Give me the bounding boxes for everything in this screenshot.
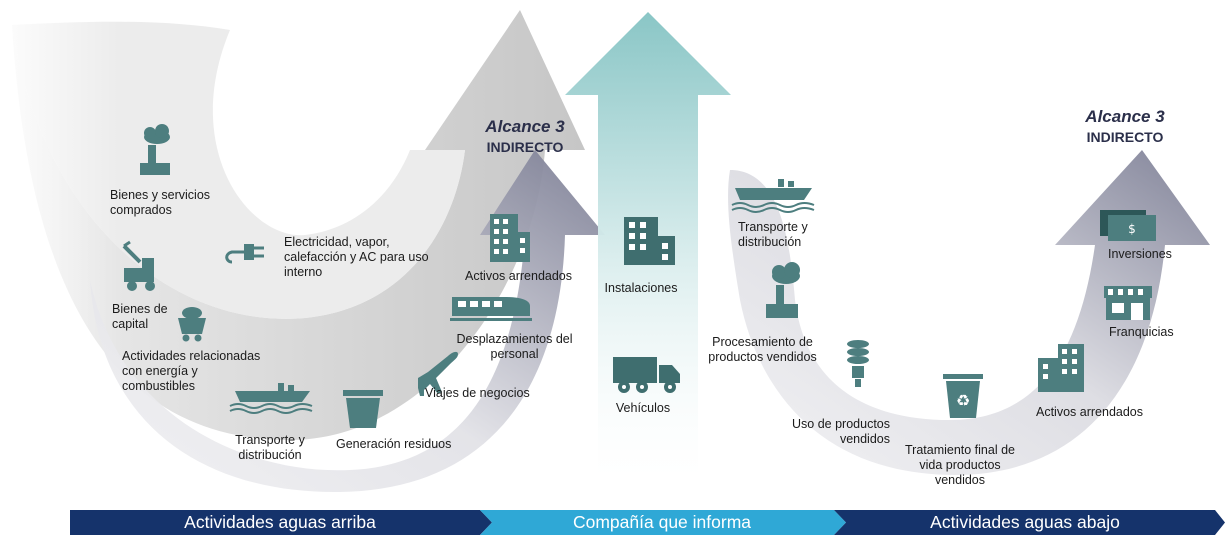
label-downstream-leased-assets: Activos arrendados xyxy=(1036,405,1144,419)
train-icon xyxy=(450,297,532,321)
company-bar-segment xyxy=(480,510,846,535)
ship-icon xyxy=(229,383,313,414)
building-icon xyxy=(1038,344,1084,392)
label-use-of-products: Uso de productos vendidos xyxy=(792,417,890,446)
label-upstream-leased-assets: Activos arrendados xyxy=(465,269,573,283)
svg-text:$: $ xyxy=(1128,222,1136,236)
label-downstream-transport: Transporte y distribución xyxy=(738,220,808,249)
upstream-bar-segment xyxy=(70,510,492,535)
lightbulb-icon xyxy=(847,340,869,387)
label-facilities: Instalaciones xyxy=(604,281,678,295)
factory-cloud-icon xyxy=(766,262,800,318)
upstream-scope3-arrow xyxy=(90,150,605,493)
scope-title-downstream: Alcance 3 INDIRECTO xyxy=(1070,106,1180,146)
ship-icon xyxy=(731,179,815,213)
crane-truck-icon xyxy=(122,240,155,291)
label-fuel-energy: Actividades relacionadas con energía y c… xyxy=(122,349,261,393)
downstream-scope3-arrow xyxy=(728,150,1210,475)
recycle-bin-icon: ♻ xyxy=(943,374,983,418)
bar-label-upstream: Actividades aguas arriba xyxy=(184,512,376,532)
scope-title-upstream: Alcance 3 INDIRECTO xyxy=(470,116,580,156)
downstream-bar-segment xyxy=(834,510,1225,535)
label-upstream-transport: Transporte y distribución xyxy=(235,433,305,462)
label-business-travel: Viajes de negocios xyxy=(425,386,530,400)
label-commuting: Desplazamientos del personal xyxy=(456,332,573,361)
truck-icon xyxy=(613,357,680,393)
dumpster-icon xyxy=(343,390,383,428)
label-capital-goods: Bienes de capital xyxy=(112,302,168,331)
label-processing: Procesamiento de productos vendidos xyxy=(708,335,817,364)
label-purchased-goods: Bienes y servicios comprados xyxy=(110,188,211,217)
scope-title: Alcance 3 xyxy=(485,117,565,136)
mine-cart-icon xyxy=(178,307,206,342)
scope-subtitle: INDIRECTO xyxy=(486,139,564,155)
label-electricity: Electricidad, vapor, calefacción y AC pa… xyxy=(284,235,429,279)
label-vehicles: Vehículos xyxy=(615,401,671,415)
scope-subtitle: INDIRECTO xyxy=(1086,129,1164,145)
airplane-icon xyxy=(418,351,458,396)
scope-title: Alcance 3 xyxy=(1085,107,1165,126)
svg-text:♻: ♻ xyxy=(956,391,970,410)
label-end-of-life: Tratamiento final de vida productos vend… xyxy=(904,443,1015,487)
label-franchises: Franquicias xyxy=(1109,325,1174,339)
label-investments: Inversiones xyxy=(1108,247,1172,261)
bar-label-downstream: Actividades aguas abajo xyxy=(930,512,1120,532)
bottom-bar xyxy=(70,510,1225,535)
factory-cloud-icon xyxy=(140,124,170,175)
company-building-icon xyxy=(624,217,675,265)
store-icon xyxy=(1104,286,1152,320)
label-waste: Generación residuos xyxy=(336,437,452,451)
building-icon xyxy=(490,214,530,262)
money-icon: $ xyxy=(1100,210,1156,241)
bar-label-company: Compañía que informa xyxy=(572,512,752,532)
plug-icon xyxy=(225,244,264,264)
